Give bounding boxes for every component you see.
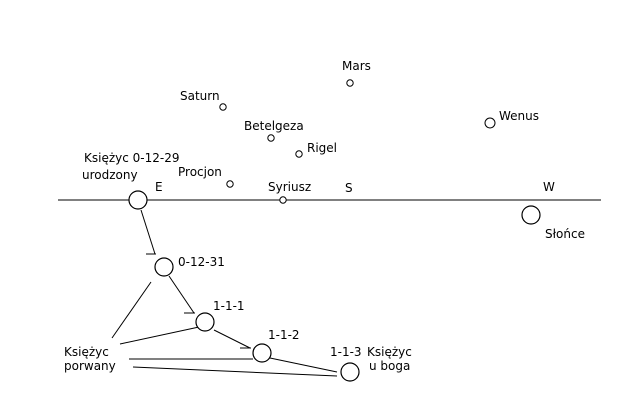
syriusz-label: Syriusz — [268, 180, 311, 194]
moon-date-1-1-2: 1-1-2 — [268, 328, 300, 342]
betelgeza-marker — [267, 134, 275, 142]
saturn-label: Saturn — [180, 89, 220, 103]
moon-path-3 — [213, 329, 251, 349]
rigel-marker — [295, 150, 303, 158]
moon-path-1 — [140, 209, 156, 255]
taken-connector-4 — [132, 366, 338, 377]
direction-west: W — [543, 180, 555, 194]
wenus-label: Wenus — [499, 109, 539, 123]
saturn-marker — [219, 103, 227, 111]
moon-birth-label-line2: urodzony — [82, 168, 138, 182]
rigel-label: Rigel — [307, 141, 337, 155]
direction-east: E — [155, 180, 163, 194]
moon-date-0-12-31: 0-12-31 — [178, 255, 225, 269]
syriusz-marker — [279, 196, 287, 204]
moon-with-god-label-line2: u boga — [369, 359, 410, 373]
sun-marker — [521, 205, 541, 225]
moon-position-1-1-3 — [340, 362, 360, 382]
moon-position-1-1-2 — [252, 343, 272, 363]
procjon-label: Procjon — [178, 165, 222, 179]
wenus-marker — [484, 117, 496, 129]
taken-connector-1 — [111, 281, 152, 339]
direction-south: S — [345, 181, 353, 195]
mars-label: Mars — [342, 59, 371, 73]
moon-position-0-12-31 — [154, 257, 174, 277]
moon-position-0-12-29 — [128, 190, 148, 210]
moon-path-2 — [168, 275, 195, 314]
moon-date-1-1-3: 1-1-3 — [330, 345, 362, 359]
taken-connector-2 — [119, 326, 200, 345]
betelgeza-label: Betelgeza — [244, 119, 304, 133]
moon-taken-label-line1: Księżyc — [64, 345, 109, 359]
sun-label: Słońce — [545, 227, 585, 241]
moon-birth-label-line1: Księżyc 0-12-29 — [84, 151, 179, 165]
moon-taken-label-line2: porwany — [64, 359, 116, 373]
mars-marker — [346, 79, 354, 87]
moon-path-4 — [269, 357, 338, 373]
moon-position-1-1-1 — [195, 312, 215, 332]
procjon-marker — [226, 180, 234, 188]
moon-with-god-label-line1: Księżyc — [367, 345, 412, 359]
moon-date-1-1-1: 1-1-1 — [213, 299, 245, 313]
